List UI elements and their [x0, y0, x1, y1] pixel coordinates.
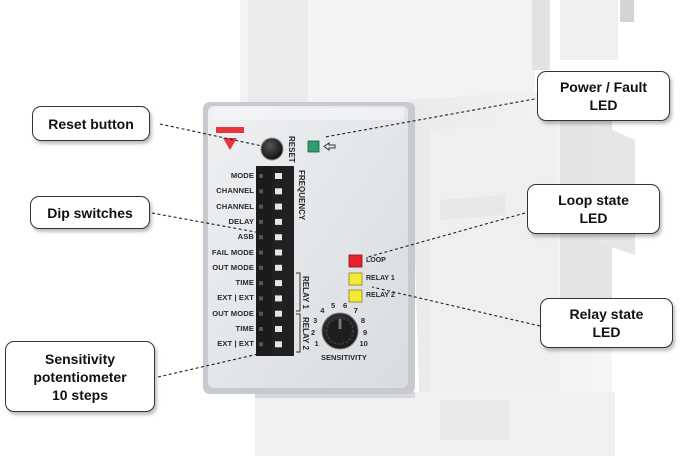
dip-switch-knob: [275, 188, 282, 195]
relay-1-led: [348, 272, 363, 286]
dip-switch-knob: [275, 341, 282, 348]
dip-switch-pin: [259, 327, 263, 331]
dip-switch-knob: [275, 203, 282, 210]
reset-button-shape: [260, 137, 284, 161]
dip-switch-pin: [259, 219, 263, 224]
loop-led: [348, 254, 363, 268]
relay-state-led-callout: Relay state LED: [540, 298, 673, 348]
leader-lines: [151, 97, 541, 378]
power-fault-led-callout: Power / Fault LED: [537, 71, 670, 121]
dip-switch-knob: [275, 280, 282, 287]
dip-switch-pin: [259, 311, 263, 316]
dip-switch-knob: [275, 264, 282, 271]
relay-brackets: [296, 272, 301, 353]
power-symbol-icon: [323, 142, 336, 151]
dip-switch-knob: [275, 326, 282, 332]
dip-switch-knob: [275, 234, 282, 241]
dip-switch-knob: [275, 218, 282, 225]
dip-switch-pin: [259, 296, 263, 301]
dip-switch-knob: [275, 173, 282, 179]
dip-switch-knob: [275, 249, 282, 256]
dip-switch-pin: [259, 189, 263, 194]
sensitivity-callout: Sensitivity potentiometer 10 steps: [5, 341, 155, 412]
housing-bottom: [255, 392, 615, 456]
dip-switch-pin: [259, 250, 263, 255]
dip-switch-knob: [275, 295, 282, 302]
dip-switch-pin: [259, 204, 263, 209]
dip-switch-pin: [259, 265, 263, 270]
dip-switch-knobs: [259, 173, 282, 348]
dip-switch-knob: [275, 310, 282, 317]
dip-switch-pin: [259, 281, 263, 286]
reset-button-callout: Reset button: [32, 106, 150, 141]
power-led: [307, 140, 320, 153]
dip-switches-callout: Dip switches: [30, 196, 150, 229]
dip-switch-pin: [259, 235, 263, 240]
housing-side: [410, 90, 635, 420]
housing-back: [240, 0, 634, 115]
dip-switch-pin: [259, 174, 263, 178]
brand-logo: [216, 127, 244, 150]
dip-switch-block: [256, 166, 294, 356]
sensitivity-dial: [321, 312, 359, 350]
loop-state-led-callout: Loop state LED: [527, 184, 660, 234]
dip-switch-pin: [259, 342, 263, 347]
relay-2-led: [348, 289, 363, 303]
